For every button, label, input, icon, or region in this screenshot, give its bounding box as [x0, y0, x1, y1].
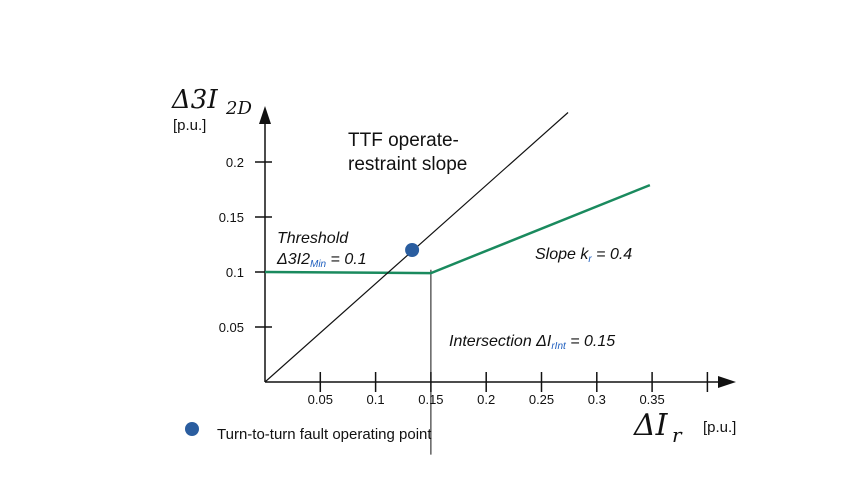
x-tick-label: 0.3 [588, 392, 606, 407]
x-tick-label: 0.2 [477, 392, 495, 407]
axes [259, 106, 736, 388]
legend-label: Turn-to-turn fault operating point [217, 426, 432, 443]
x-axis-label: ΔI r [p.u.] [633, 408, 736, 447]
operating-point [405, 243, 420, 257]
x-axis-unit: [p.u.] [703, 419, 736, 436]
y-axis-subscript: 2D [225, 98, 252, 119]
x-axis-subscript: r [672, 423, 683, 447]
legend: Turn-to-turn fault operating point [185, 422, 432, 443]
y-axis-unit: [p.u.] [173, 117, 206, 134]
characteristic-line [264, 183, 651, 275]
y-axis-label: Δ3I 2D [p.u.] [171, 85, 252, 134]
x-tick-label: 0.1 [367, 392, 385, 407]
ttf-label-line2: restraint slope [348, 154, 467, 175]
threshold-title: Threshold [277, 230, 349, 247]
y-axis-symbol: Δ3I [171, 85, 218, 115]
ttf-label-line1: TTF operate- [348, 130, 459, 151]
legend-marker [185, 422, 199, 436]
y-tick-label: 0.15 [219, 210, 244, 225]
intersection-label: Intersection ΔIrInt = 0.15 [449, 333, 615, 352]
x-axis-symbol: ΔI [633, 408, 669, 443]
x-tick-label: 0.35 [639, 392, 664, 407]
x-tick-label: 0.25 [529, 392, 554, 407]
x-axis-arrow [718, 376, 736, 388]
y-axis-arrow [259, 106, 271, 124]
threshold-label: Δ3I2Min = 0.1 [276, 251, 367, 270]
y-tick-label: 0.05 [219, 320, 244, 335]
y-tick-label: 0.2 [226, 155, 244, 170]
x-tick-label: 0.05 [308, 392, 333, 407]
slope-label: Slope kr = 0.4 [535, 246, 632, 265]
y-tick-label: 0.1 [226, 265, 244, 280]
